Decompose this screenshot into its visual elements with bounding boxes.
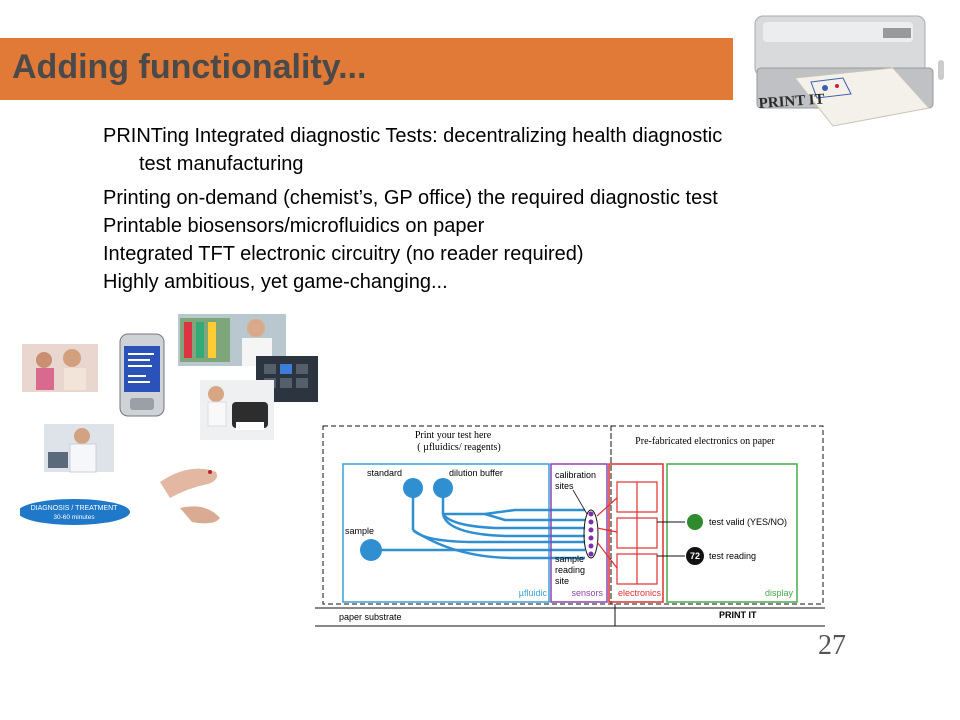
dilution-buffer-label: dilution buffer: [449, 468, 503, 478]
bullet-item: Printable biosensors/microfluidics on pa…: [103, 212, 863, 240]
badge-line2: 30-60 minutes: [53, 514, 95, 521]
bullet-text: PRINTing Integrated diagnostic Tests: de…: [103, 125, 723, 147]
tft-circuit: [596, 481, 658, 585]
lab-printer-photo: [200, 380, 274, 440]
sample-reading-label-1: sample: [555, 554, 584, 564]
photo-collage: DIAGNOSIS / TREATMENT 30-60 minutes: [20, 314, 318, 532]
sample-label: sample: [345, 526, 374, 536]
bullet-text: Printable biosensors/microfluidics on pa…: [103, 215, 485, 237]
print-header-line1: Print your test here: [415, 430, 492, 441]
test-reading-value: 72: [690, 551, 700, 561]
print-it-footer: PRINT IT: [719, 610, 757, 620]
display-label: display: [765, 588, 794, 598]
doctor-photo: [44, 424, 114, 473]
sample-reading-label-2: reading: [555, 565, 585, 575]
finger-test-photo: [152, 452, 226, 532]
sensor-dots: [588, 511, 594, 557]
dilution-buffer-reservoir: [433, 478, 453, 498]
bullet-text: Printing on-demand (chemist’s, GP office…: [103, 187, 718, 209]
bullet-item: Highly ambitious, yet game-changing...: [103, 268, 863, 296]
sensor-array: [583, 509, 599, 559]
bullet-item: Integrated TFT electronic circuitry (no …: [103, 240, 863, 268]
electronics-label: electronics: [618, 588, 662, 598]
test-valid-indicator: [687, 514, 703, 530]
test-reading-indicator: [686, 547, 704, 565]
bullet-text-continuation: test manufacturing: [139, 153, 304, 175]
display-wiring: [657, 521, 685, 557]
title-bar: Adding functionality...: [0, 38, 733, 100]
slide-title: Adding functionality...: [12, 48, 367, 86]
sample-reservoir: [360, 539, 382, 561]
sensors-label: sensors: [571, 588, 603, 598]
bullet-item: Printing on-demand (chemist’s, GP office…: [103, 184, 863, 212]
sensors-section: [550, 463, 608, 603]
page-number: 27: [818, 630, 846, 661]
sample-reading-label-3: site: [555, 576, 569, 586]
patient-photo: [22, 344, 98, 392]
badge-line1: DIAGNOSIS / TREATMENT: [31, 505, 119, 512]
standard-reservoir: [403, 478, 423, 498]
phone-image: [119, 333, 165, 417]
electronics-section: [608, 463, 664, 603]
calibration-label-2: sites: [555, 481, 574, 491]
printer-image: PRINT IT: [733, 8, 948, 130]
display-section: [666, 463, 798, 603]
print-it-label: PRINT IT: [758, 91, 825, 112]
test-reading-label: test reading: [709, 551, 756, 561]
paper-substrate-label: paper substrate: [339, 612, 402, 622]
bullet-item: PRINTing Integrated diagnostic Tests: de…: [103, 122, 863, 178]
microfluidic-label: µfluidic: [519, 588, 548, 598]
microfluidic-section: [342, 463, 550, 603]
bullet-text: Highly ambitious, yet game-changing...: [103, 271, 448, 293]
standard-label: standard: [367, 468, 402, 478]
bullet-text: Integrated TFT electronic circuitry (no …: [103, 243, 584, 265]
printed-test-diagram: Print your test here ( µfluidics/ reagen…: [315, 418, 827, 630]
fluid-channels: [373, 488, 585, 560]
bullet-list: PRINTing Integrated diagnostic Tests: de…: [103, 122, 863, 302]
prefab-header: Pre-fabricated electronics on paper: [635, 436, 775, 447]
test-valid-label: test valid (YES/NO): [709, 517, 787, 527]
prefab-region: [610, 425, 824, 605]
diagnosis-badge: DIAGNOSIS / TREATMENT 30-60 minutes: [20, 499, 130, 525]
calibration-label-1: calibration: [555, 470, 596, 480]
print-header-line2: ( µfluidics/ reagents): [417, 442, 501, 453]
